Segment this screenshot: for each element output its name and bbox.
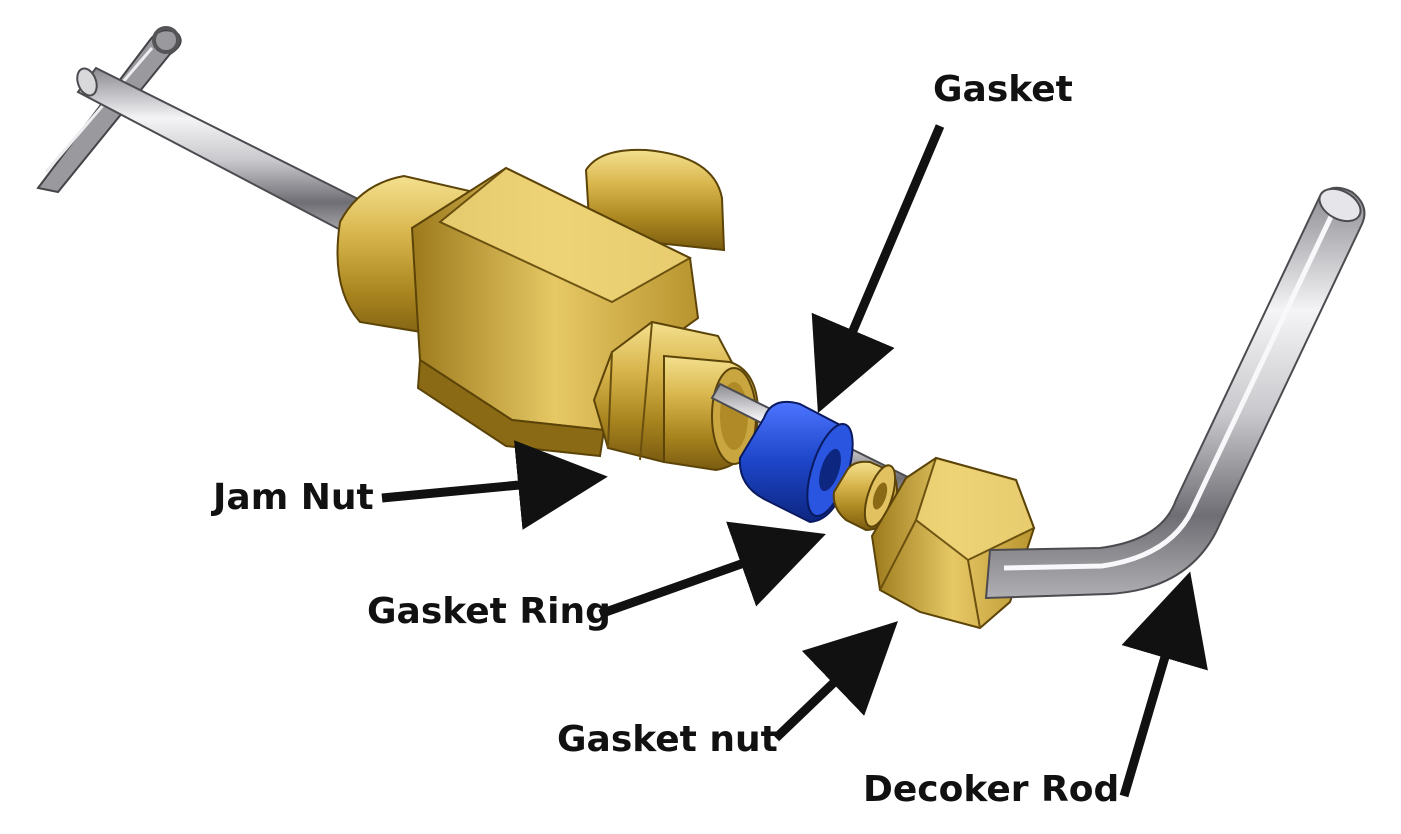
label-decoker-rod: Decoker Rod bbox=[863, 769, 1120, 810]
arrow-jam-nut bbox=[381, 440, 608, 530]
decoker-rod-part bbox=[984, 186, 1366, 600]
arrow-decoker-rod bbox=[1119, 571, 1208, 798]
cotter-pin bbox=[36, 26, 182, 194]
callout-arrows bbox=[381, 124, 1208, 798]
label-gasket: Gasket bbox=[933, 69, 1073, 110]
gasket-ring-part bbox=[832, 460, 898, 532]
arrow-gasket-ring bbox=[598, 521, 826, 619]
arrow-gasket-nut bbox=[772, 621, 898, 742]
arrow-gasket bbox=[811, 124, 945, 414]
label-jam-nut: Jam Nut bbox=[213, 477, 374, 518]
gasket-part bbox=[738, 400, 854, 524]
rear-rod bbox=[76, 66, 374, 238]
label-gasket-nut: Gasket nut bbox=[557, 719, 778, 760]
label-gasket-ring: Gasket Ring bbox=[367, 591, 611, 632]
